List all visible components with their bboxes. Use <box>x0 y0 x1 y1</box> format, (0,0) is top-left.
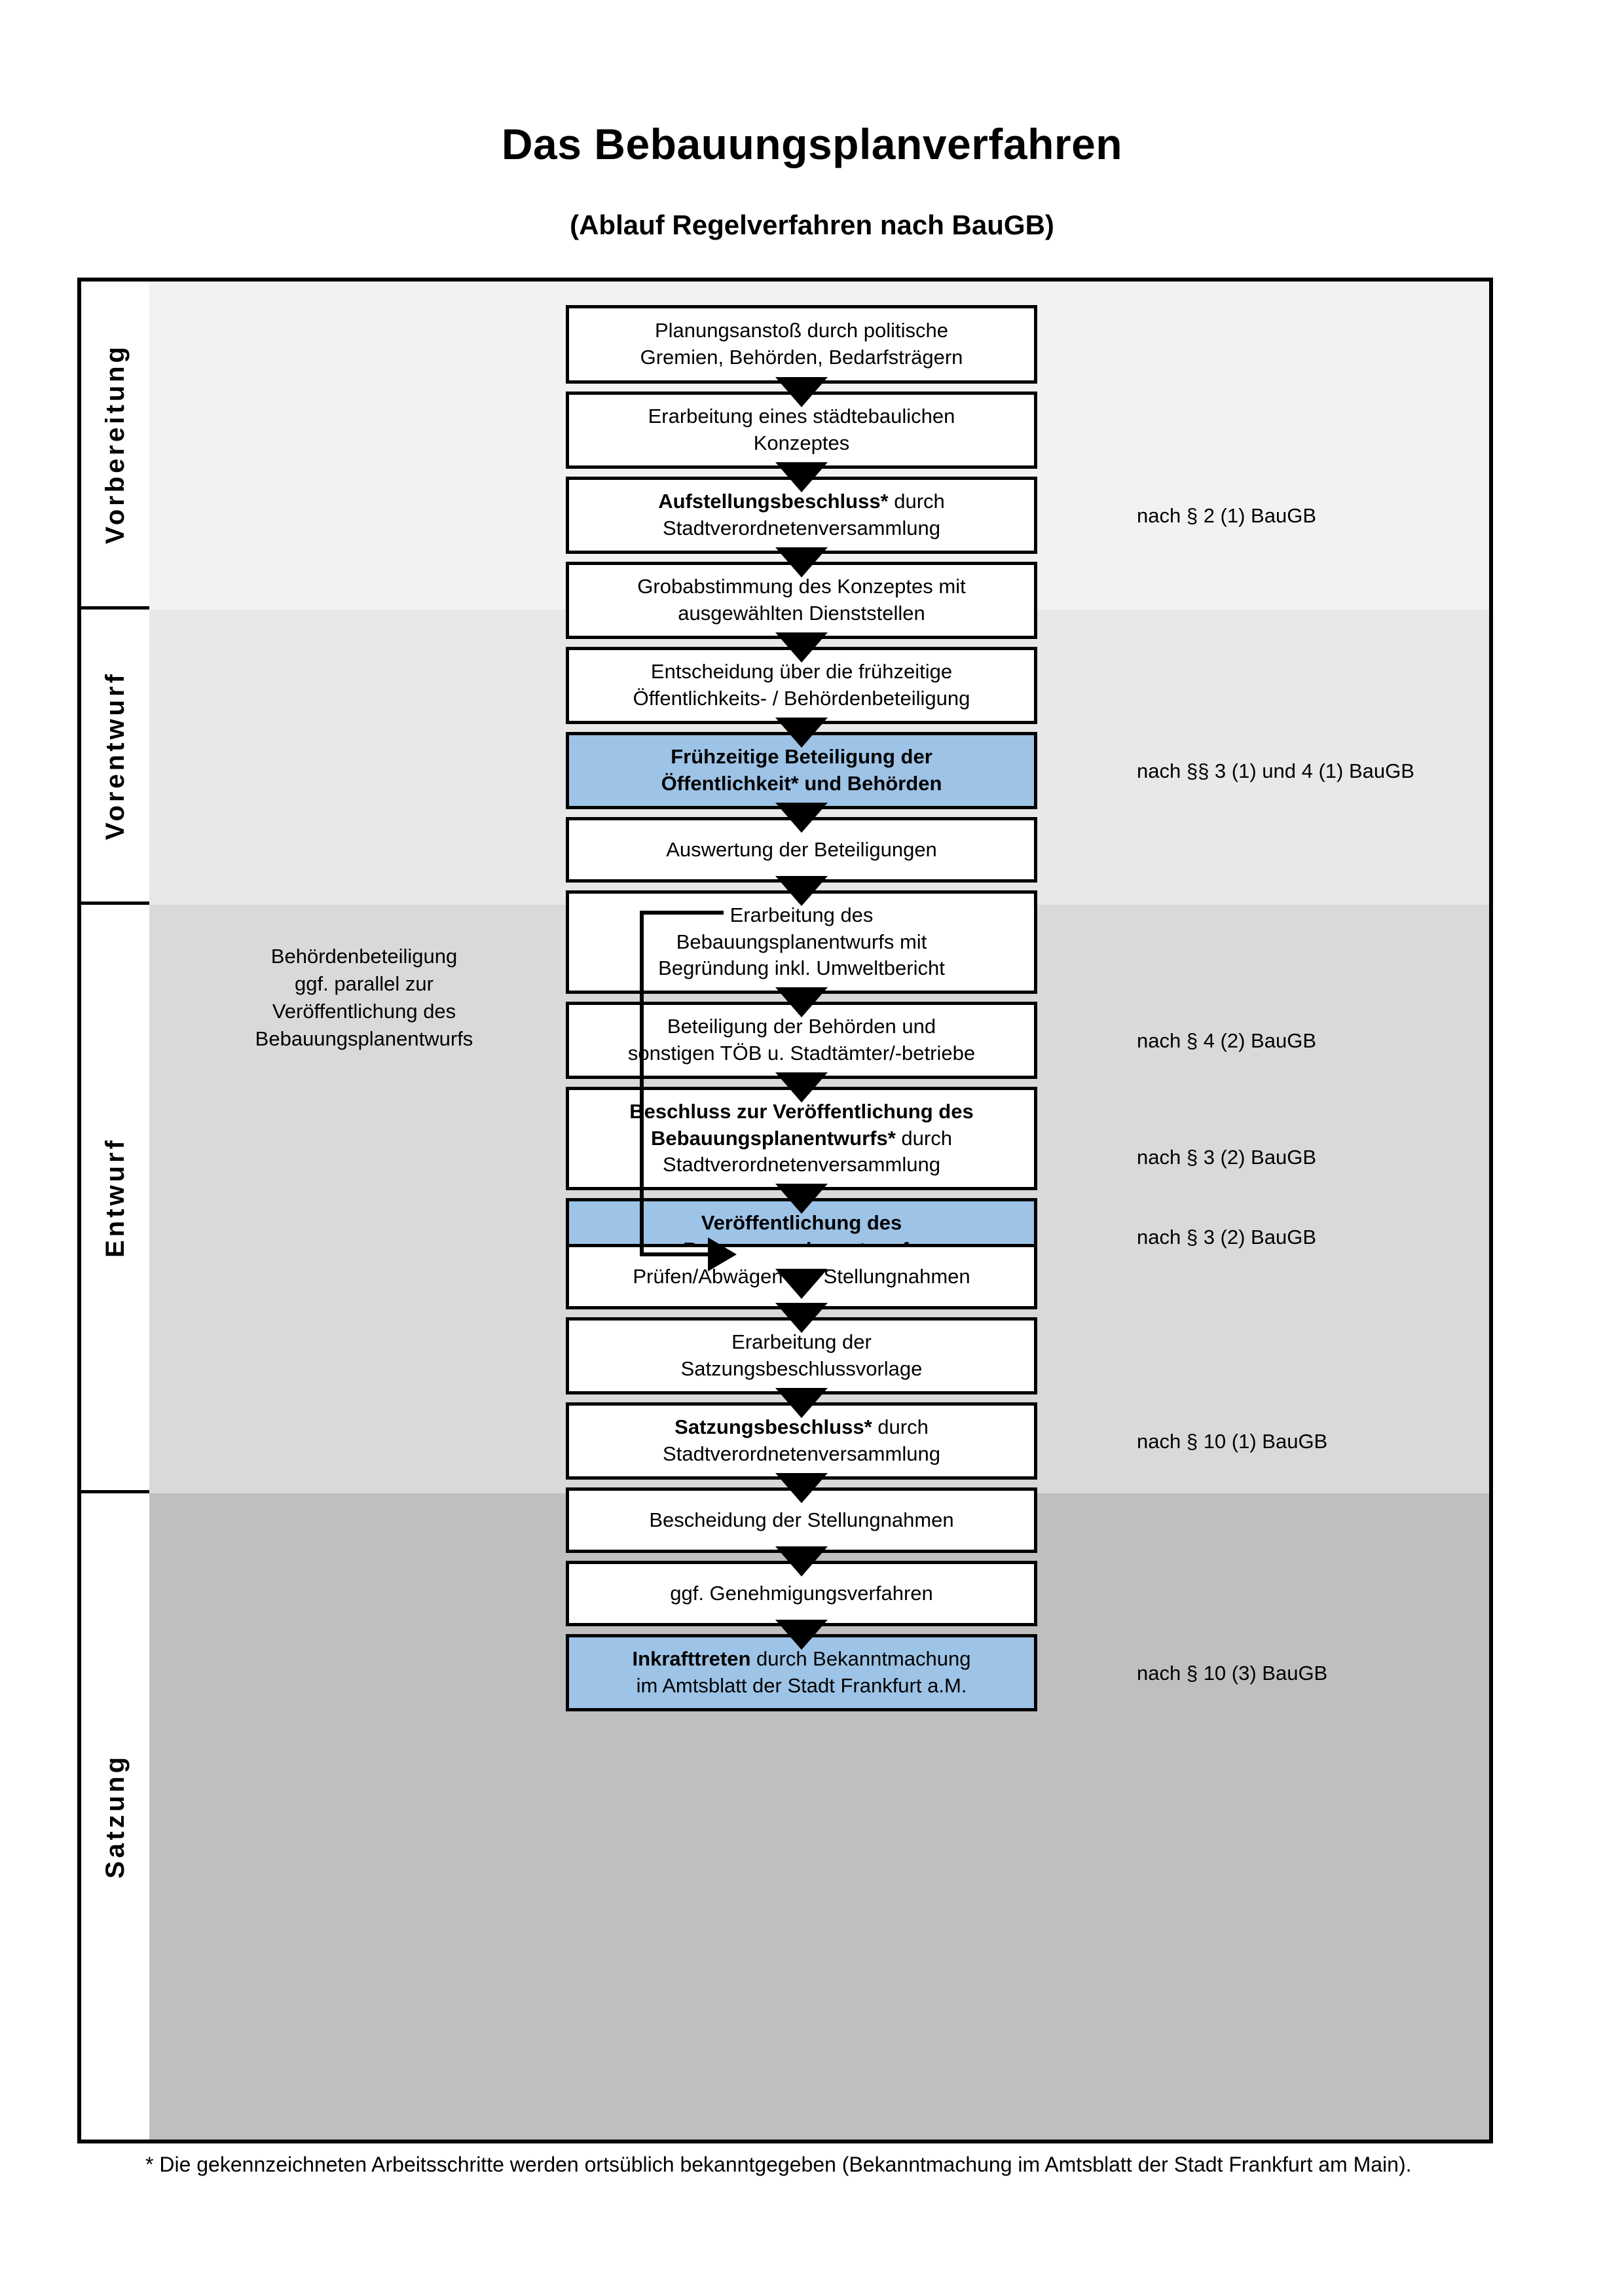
flow-arrow-icon <box>775 1072 828 1102</box>
step-line: Begründung inkl. Umweltbericht <box>658 957 945 980</box>
step-line: Satzungsbeschluss* durch <box>576 1414 1027 1441</box>
flow-arrow-icon <box>775 1473 828 1503</box>
phase-label-text: Vorbereitung <box>100 344 130 544</box>
step-line: Frühzeitige Beteiligung der <box>671 745 932 769</box>
flow-arrow-icon <box>775 876 828 906</box>
flow-arrow-icon <box>775 1546 828 1576</box>
phase-label-entwurf: Entwurf <box>81 905 149 1493</box>
law-note-fruehzeitige-beteiligung: nach §§ 3 (1) und 4 (1) BauGB <box>1137 759 1414 782</box>
step-line: Bescheidung der Stellungnahmen <box>649 1508 954 1531</box>
phase-label-text: Entwurf <box>100 1137 130 1258</box>
side-note-line: ggf. parallel zur <box>295 972 434 996</box>
law-note-veroeffentlichung-entwurf: nach § 3 (2) BauGB <box>1137 1226 1316 1248</box>
flow-arrow-icon <box>775 803 828 833</box>
flow-arrow-icon <box>775 1620 828 1650</box>
flow-arrow-icon <box>775 377 828 407</box>
step-line: Entscheidung über die frühzeitige <box>650 660 953 683</box>
phase-label-text: Satzung <box>100 1754 130 1879</box>
step-line: Bebauungsplanentwurfs mit <box>676 930 927 953</box>
step-line: Öffentlichkeit* und Behörden <box>661 772 942 795</box>
step-line: Stadtverordnetenversammlung <box>663 1442 940 1465</box>
flowchart-frame: Vorbereitung Vorentwurf Entwurf Satzung … <box>77 278 1493 2143</box>
step-line: ggf. Genehmigungsverfahren <box>670 1581 933 1605</box>
phase-label-text: Vorentwurf <box>100 670 130 841</box>
step-line: Erarbeitung der <box>731 1330 872 1354</box>
step-line-bold: Inkrafttreten <box>632 1647 751 1671</box>
phase-label-column: Vorbereitung Vorentwurf Entwurf Satzung <box>81 282 149 2140</box>
phase-label-satzung: Satzung <box>81 1493 149 2140</box>
law-note-beteiligung-behoerden: nach § 4 (2) BauGB <box>1137 1029 1316 1052</box>
law-note-satzungsbeschluss: nach § 10 (1) BauGB <box>1137 1430 1328 1453</box>
feedback-loop-bottom-segment <box>640 1252 710 1256</box>
flow-arrow-icon <box>775 1269 828 1299</box>
flow-arrow-icon <box>775 1184 828 1214</box>
side-note-line: Veröffentlichung des <box>272 1000 456 1023</box>
step-line: sonstigen TÖB u. Stadtämter/-betriebe <box>627 1042 976 1065</box>
step-line: Stadtverordnetenversammlung <box>663 1153 940 1176</box>
step-line: Beschluss zur Veröffentlichung des <box>629 1099 974 1123</box>
phase-label-vorbereitung: Vorbereitung <box>81 282 149 610</box>
step-line: Grobabstimmung des Konzeptes mit <box>637 575 966 598</box>
step-box-planungsanstoss[interactable]: Planungsanstoß durch politische Gremien,… <box>566 305 1037 384</box>
step-line: Erarbeitung des <box>729 903 874 926</box>
step-line: Konzeptes <box>753 431 850 454</box>
step-line-bold: Bebauungsplanentwurfs* <box>651 1126 896 1150</box>
step-line-suffix: durch Bekanntmachung <box>750 1647 971 1671</box>
step-line: Stadtverordnetenversammlung <box>663 517 940 539</box>
step-line-bold: Satzungsbeschluss* <box>674 1415 872 1439</box>
flow-arrow-icon <box>775 1303 828 1333</box>
step-line: Beteiligung der Behörden und <box>667 1015 936 1038</box>
side-note-line: Bebauungsplanentwurfs <box>255 1027 473 1051</box>
step-line: ausgewählten Dienststellen <box>678 602 925 625</box>
step-line: Bebauungsplanentwurfs* durch <box>576 1125 1027 1152</box>
page-subtitle: (Ablauf Regelverfahren nach BauGB) <box>570 210 1054 240</box>
step-line: Öffentlichkeits- / Behördenbeteiligung <box>633 687 970 710</box>
law-note-beschluss-veroeffentlichung: nach § 3 (2) BauGB <box>1137 1146 1316 1169</box>
step-line: Gremien, Behörden, Bedarfsträgern <box>640 346 963 369</box>
side-note-behoerdenbeteiligung: Behördenbeteiligung ggf. parallel zur Ve… <box>161 943 567 1053</box>
phase-label-vorentwurf: Vorentwurf <box>81 610 149 905</box>
flow-arrow-icon <box>775 547 828 577</box>
law-note-aufstellungsbeschluss: nach § 2 (1) BauGB <box>1137 504 1316 527</box>
step-line: Auswertung der Beteiligungen <box>666 837 937 861</box>
flow-arrow-icon <box>775 718 828 748</box>
step-line-suffix: durch <box>895 1126 952 1150</box>
step-line-bold: Aufstellungsbeschluss* <box>658 490 889 513</box>
flow-arrow-icon <box>775 987 828 1017</box>
step-line: Inkrafttreten durch Bekanntmachung <box>576 1646 1027 1673</box>
flow-arrow-icon <box>775 632 828 663</box>
footnote-text: * Die gekennzeichneten Arbeitsschritte w… <box>145 2153 1412 2176</box>
flow-arrow-icon <box>775 1388 828 1418</box>
law-note-inkrafttreten: nach § 10 (3) BauGB <box>1137 1662 1328 1685</box>
step-line: Planungsanstoß durch politische <box>654 319 949 342</box>
side-note-line: Behördenbeteiligung <box>270 945 458 968</box>
page-title: Das Bebauungsplanverfahren <box>501 120 1123 168</box>
feedback-loop-vertical-segment <box>640 911 644 1256</box>
step-box-auswertung-beteiligungen[interactable]: Auswertung der Beteiligungen <box>566 817 1037 883</box>
feedback-loop-arrowhead-icon <box>708 1237 737 1271</box>
step-line-suffix: durch <box>872 1415 929 1439</box>
step-line-suffix: durch <box>888 490 945 513</box>
step-line: Aufstellungsbeschluss* durch <box>576 488 1027 515</box>
step-box-beschluss-veroeffentlichung[interactable]: Beschluss zur Veröffentlichung des Bebau… <box>566 1087 1037 1190</box>
flow-arrow-icon <box>775 462 828 492</box>
step-line: Veröffentlichung des <box>701 1211 902 1235</box>
step-line: im Amtsblatt der Stadt Frankfurt a.M. <box>636 1674 967 1697</box>
step-line: Satzungsbeschlussvorlage <box>680 1357 923 1380</box>
feedback-loop-top-segment <box>640 911 724 915</box>
step-line: Erarbeitung eines städtebaulichen <box>648 405 955 428</box>
